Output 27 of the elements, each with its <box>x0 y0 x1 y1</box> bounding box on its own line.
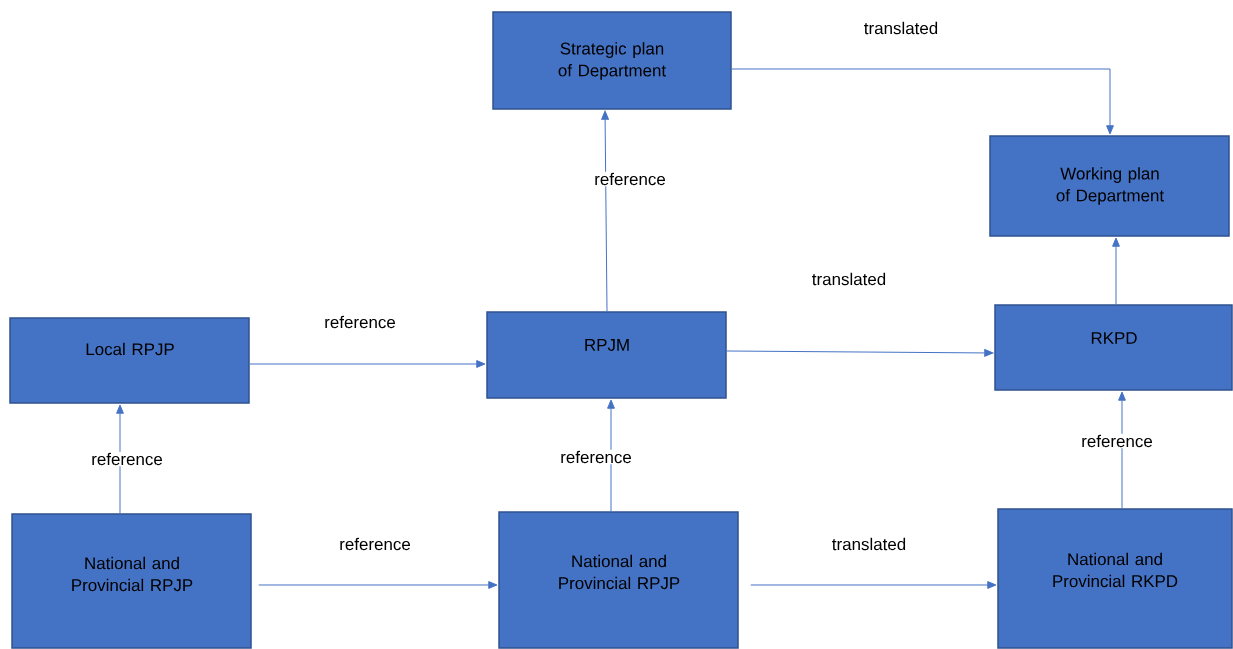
arrow <box>731 68 1114 135</box>
edge-label: reference <box>593 171 667 187</box>
process-box: RKPD <box>994 304 1233 391</box>
arrow <box>1112 237 1120 305</box>
process-box: National and Provincial RPJP <box>498 511 739 649</box>
edge-label: reference <box>1080 433 1154 449</box>
arrow <box>726 349 994 357</box>
process-box: RPJM <box>486 311 727 399</box>
arrow <box>1118 391 1126 509</box>
process-box: National and Provincial RPJP <box>11 513 252 649</box>
edge-label: reference <box>90 451 164 467</box>
process-box: Strategic plan of Department <box>492 11 732 110</box>
edge-label: reference <box>559 449 633 465</box>
arrow <box>750 581 997 589</box>
arrow <box>116 404 124 514</box>
arrow <box>601 110 609 312</box>
edge-label: translated <box>862 20 940 36</box>
arrow <box>258 581 498 589</box>
arrow <box>249 360 486 368</box>
edge-label: translated <box>810 271 888 287</box>
process-box: Local RPJP <box>9 317 250 404</box>
edge-label: reference <box>338 536 412 552</box>
edge-label: translated <box>830 536 908 552</box>
arrow <box>607 399 615 512</box>
process-box: Working plan of Department <box>989 135 1230 237</box>
edge-label: reference <box>323 314 397 330</box>
process-box: National and Provincial RKPD <box>997 508 1233 649</box>
